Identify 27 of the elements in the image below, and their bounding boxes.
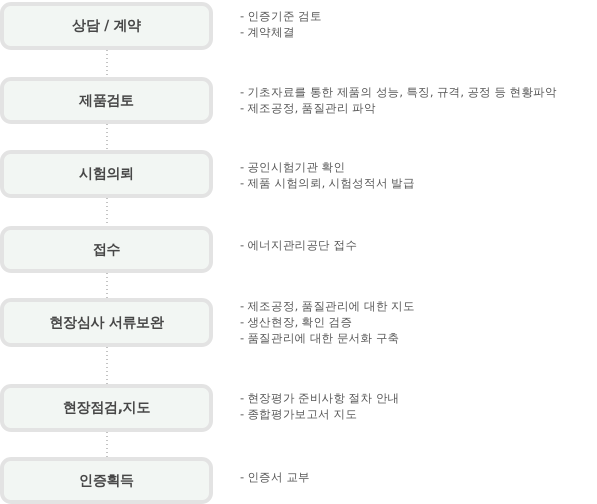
step-title: 현장점검,지도: [62, 399, 150, 417]
description-text: - 공인시험기관 확인: [240, 159, 346, 175]
step-box: [0, 150, 213, 198]
step-box: [0, 384, 213, 432]
step-box: [0, 77, 213, 124]
description-text: - 현장평가 준비사항 절차 안내: [240, 390, 400, 406]
step-title: 상담 / 계약: [72, 17, 141, 35]
description-text: - 인증서 교부: [240, 469, 310, 485]
description-text: - 인증기준 검토: [240, 8, 322, 24]
step-box: [0, 226, 213, 273]
step-title: 제품검토: [79, 92, 134, 110]
step-box: [0, 457, 213, 504]
description-text: - 품질관리에 대한 문서화 구축: [240, 330, 400, 346]
step-title: 접수: [92, 240, 120, 258]
step-box: [0, 2, 213, 50]
description-text: - 제조공정, 품질관리에 대한 지도: [240, 298, 415, 314]
description-text: - 제품 시험의뢰, 시험성적서 발급: [240, 175, 415, 191]
description-text: - 기초자료를 통한 제품의 성능, 특징, 규격, 공정 등 현황파악: [240, 84, 557, 100]
step-title: 현장심사 서류보완: [49, 314, 164, 332]
description-text: - 제조공정, 품질관리 파악: [240, 100, 376, 116]
step-box: [0, 298, 213, 347]
step-title: 인증획득: [79, 472, 134, 490]
description-text: - 종합평가보고서 지도: [240, 406, 358, 422]
description-text: - 생산현장, 확인 검증: [240, 314, 352, 330]
description-text: - 에너지관리공단 접수: [240, 237, 358, 253]
step-title: 시험의뢰: [79, 165, 134, 183]
description-text: - 계약체결: [240, 24, 295, 40]
